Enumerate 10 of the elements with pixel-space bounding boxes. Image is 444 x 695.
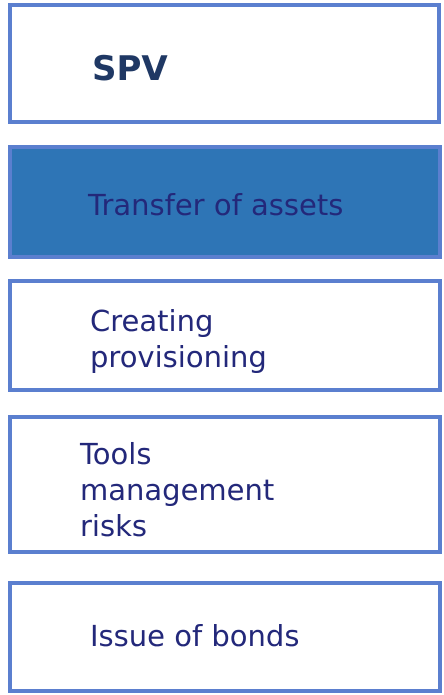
step-label: Transfer of assets — [88, 187, 344, 223]
step-label: Tools management risks — [80, 436, 276, 544]
header-box — [8, 3, 441, 124]
title-text: SPV — [92, 51, 169, 87]
process-box — [8, 581, 442, 693]
step-label: Creating provisioning — [90, 303, 268, 375]
process-box — [8, 145, 442, 259]
process-box — [8, 279, 442, 392]
process-box — [8, 415, 442, 554]
step-label: Issue of bonds — [90, 618, 300, 654]
